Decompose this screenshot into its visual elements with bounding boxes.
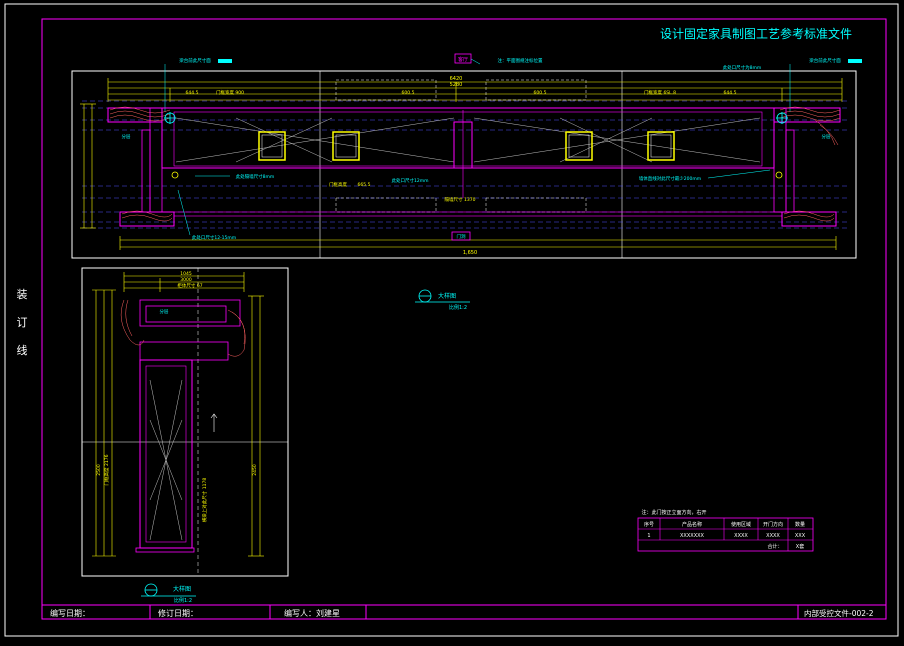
footer-doc-no: 内部受控文件-002-2 — [804, 608, 874, 618]
door-height-value: 665.5 — [358, 182, 371, 188]
door-height-label: 门框高度 — [329, 181, 347, 188]
plan-top-note: 注：平面图规注标位置 — [498, 57, 543, 64]
footer-author: 编写人：刘建星 — [284, 608, 340, 618]
schedule-cell-0-3: XXXX — [766, 533, 780, 539]
schedule-header-3: 开门方向 — [763, 521, 783, 528]
glass-panel-1 — [258, 131, 286, 161]
binding-label-3: 线 — [17, 343, 28, 357]
section-top-dim: 1045 — [180, 271, 192, 277]
section-top-dim2: 3000 — [180, 277, 192, 283]
inner-dim-bottom: 隔墙尺寸 1370 — [445, 196, 476, 203]
glass-panel-3 — [565, 131, 593, 161]
svg-text:600.5: 600.5 — [534, 90, 547, 96]
scale-mark-2-scale: 比例1:2 — [174, 597, 192, 604]
opening-dim-label: 此处口尺寸12mm — [392, 177, 429, 184]
schedule-note: 注：此门按正立面方向，右开 — [641, 509, 706, 516]
glass-panel-2 — [332, 131, 360, 161]
plan-bottom-tag: 门洞 — [457, 233, 466, 240]
plan-seal-right: 分层 — [822, 133, 831, 140]
binding-label-1: 装 — [17, 288, 28, 301]
section-height-left: 2500 — [96, 464, 102, 476]
section-door-leaf — [139, 359, 193, 549]
plan-view: 6420 5280 客厅 注：平面图规注标位置 梁台前此尺寸面 梁台前此尺寸面 … — [71, 53, 862, 259]
schedule-cell-0-2: XXXX — [734, 533, 748, 539]
door-width-left: 门框宽度 900 — [216, 89, 244, 96]
room-tag-box — [454, 53, 472, 64]
inner-border — [41, 18, 887, 620]
plan-left-note: 梁台前此尺寸面 — [179, 57, 211, 64]
scale-mark-2-title: 大样图 — [173, 585, 191, 593]
section-view: 1045 3000 柜体尺寸 67 分层 — [81, 267, 289, 577]
section-seal-label: 分层 — [160, 308, 169, 315]
section-vertical-note: 横梁上对此尺寸 1178 — [201, 478, 208, 523]
section-view-frame — [81, 267, 289, 577]
room-tag: 客厅 — [458, 56, 468, 63]
door-width-right: 门框宽度 6SL.8 — [644, 89, 676, 96]
svg-text:644.5: 644.5 — [724, 90, 737, 96]
scale-mark-1-title: 大样图 — [438, 292, 456, 300]
schedule-cell-0-4: XXX — [795, 533, 806, 539]
footer-revised-date: 修订日期： — [158, 608, 198, 618]
sheet-frame — [4, 3, 899, 637]
footer-created-date: 编写日期： — [50, 608, 90, 618]
wall-note: 墙体直线对此尺寸最少200mm — [639, 175, 701, 182]
plan-seal-left: 分层 — [122, 133, 131, 140]
scale-mark-2: 大样图 比例1:2 — [141, 583, 196, 604]
glass-panel-4 — [647, 131, 675, 161]
plan-right-note: 梁台前此尺寸面 — [809, 57, 841, 64]
schedule-cell-0-0: 1 — [647, 533, 650, 539]
schedule-header-1: 产品名称 — [682, 521, 702, 528]
section-plate-label: 柜体尺寸 67 — [177, 282, 202, 289]
schedule-total-label: 合计： — [767, 543, 782, 550]
svg-text:600.5: 600.5 — [402, 90, 415, 96]
plan-opening-note: 此处口尺寸为8mm — [723, 64, 762, 71]
svg-text:644.5: 644.5 — [186, 90, 199, 96]
schedule-header-4: 数量 — [795, 521, 805, 528]
plan-door-frame — [161, 107, 775, 169]
outer-border — [4, 3, 899, 637]
product-schedule: 注：此门按正立面方向，右开 序号 产品名称 使用区域 开门方向 数量 1 XXX… — [637, 509, 814, 552]
sheet-title: 设计固定家具制图工艺参考标准文件 — [660, 26, 852, 41]
schedule-cell-0-1: XXXXXXX — [680, 533, 705, 539]
binding-label-2: 订 — [17, 316, 28, 329]
scale-mark-1-scale: 比例1:2 — [449, 304, 467, 311]
scale-mark-1: 大样图 比例1:2 — [415, 289, 470, 311]
schedule-header-0: 序号 — [644, 521, 654, 528]
plan-dim-bottom: 1,650 — [463, 250, 477, 256]
title-block-footer: 编写日期： 修订日期： 编写人：刘建星 内部受控文件-002-2 — [42, 604, 886, 619]
section-height-right: 2450 — [252, 464, 258, 476]
schedule-header-2: 使用区域 — [731, 521, 751, 528]
plan-dim-total: 6420 — [450, 76, 463, 82]
schedule-total-value: X套 — [796, 543, 804, 550]
opening-note-bottom: 此处口尺寸12-15mm — [192, 234, 236, 241]
plan-dim-inner: 5280 — [450, 82, 463, 88]
section-side-label: 门框高度 2176 — [103, 454, 110, 485]
plan-view-frame — [71, 70, 857, 259]
gap-note: 此处隔墙尺寸8mm — [236, 173, 275, 180]
